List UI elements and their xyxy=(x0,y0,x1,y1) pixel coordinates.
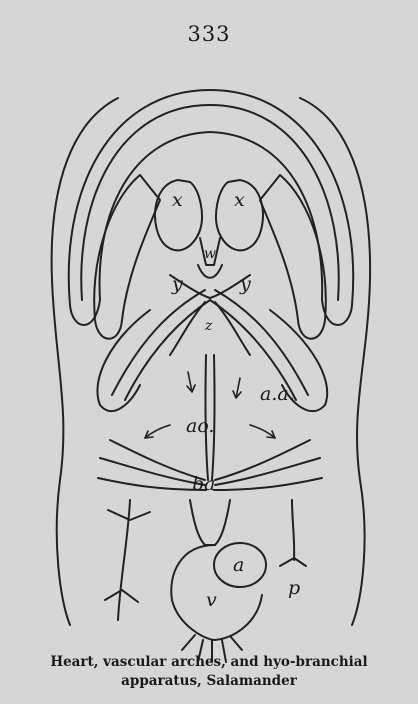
figure-caption: Heart, vascular arches, and hyo-branchia… xyxy=(0,653,418,691)
label-y-right: y xyxy=(239,273,251,295)
label-aa: a.a. xyxy=(260,383,295,405)
label-x-left: x xyxy=(172,189,183,211)
label-p: p xyxy=(288,577,300,599)
label-ba: ba xyxy=(192,473,216,495)
label-x-right: x xyxy=(234,189,245,211)
caption-line-1: Heart, vascular arches, and hyo-branchia… xyxy=(0,653,418,672)
label-w: w xyxy=(204,246,216,262)
label-v: v xyxy=(206,589,217,611)
label-a: a xyxy=(233,554,244,576)
label-y-left: y xyxy=(171,273,183,295)
label-ao: ao. xyxy=(186,415,214,437)
label-z: z xyxy=(204,318,213,334)
caption-line-2: apparatus, Salamander xyxy=(0,672,418,691)
